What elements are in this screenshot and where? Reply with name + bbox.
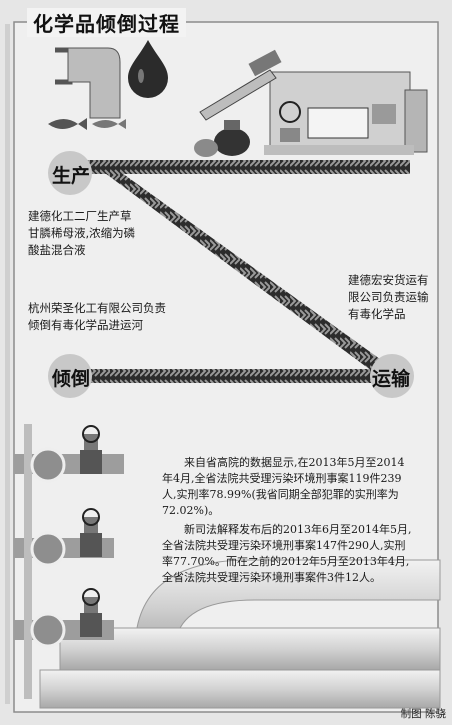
belt-bottom xyxy=(80,369,392,383)
transport-note: 建德宏安货运有限公司负责运输有毒化学品 xyxy=(348,273,429,321)
fish-icon xyxy=(48,118,126,130)
credit: 制图 陈骁 xyxy=(400,708,446,720)
production-note: 建德化工二厂生产草甘膦稀母液,浓缩为磷酸盐混合液 xyxy=(28,209,136,257)
belt-diagonal xyxy=(90,160,398,380)
lower-pipes xyxy=(14,424,441,709)
statistics-paragraph: 新司法解释发布后的2013年6月至2014年5月,全省法院共受理污染环境刑事案1… xyxy=(162,523,412,584)
statistics-paragraph: 来自省高院的数据显示,在2013年5月至2014年4月,全省法院共受理污染环境刑… xyxy=(162,456,405,517)
dumping-note: 杭州荣圣化工有限公司负责倾倒有毒化学品进运河 xyxy=(28,301,166,332)
valve-icon xyxy=(80,588,102,637)
belt-top xyxy=(80,160,410,174)
production-node xyxy=(48,151,92,195)
transport-node xyxy=(370,354,414,398)
oil-drop-icon xyxy=(128,40,168,98)
dumping-label: 倾倒 xyxy=(52,368,91,390)
valve-icon xyxy=(80,508,102,557)
drain-pipe xyxy=(55,47,121,119)
dumping-node xyxy=(48,354,92,398)
factory-scene xyxy=(194,49,428,157)
statistics-text: 来自省高院的数据显示,在2013年5月至2014年4月,全省法院共受理污染环境刑… xyxy=(162,455,414,589)
production-label: 生产 xyxy=(52,165,91,187)
transport-label: 运输 xyxy=(372,368,411,390)
valve-icon xyxy=(80,425,102,474)
page-title: 化学品倾倒过程 xyxy=(27,8,186,37)
